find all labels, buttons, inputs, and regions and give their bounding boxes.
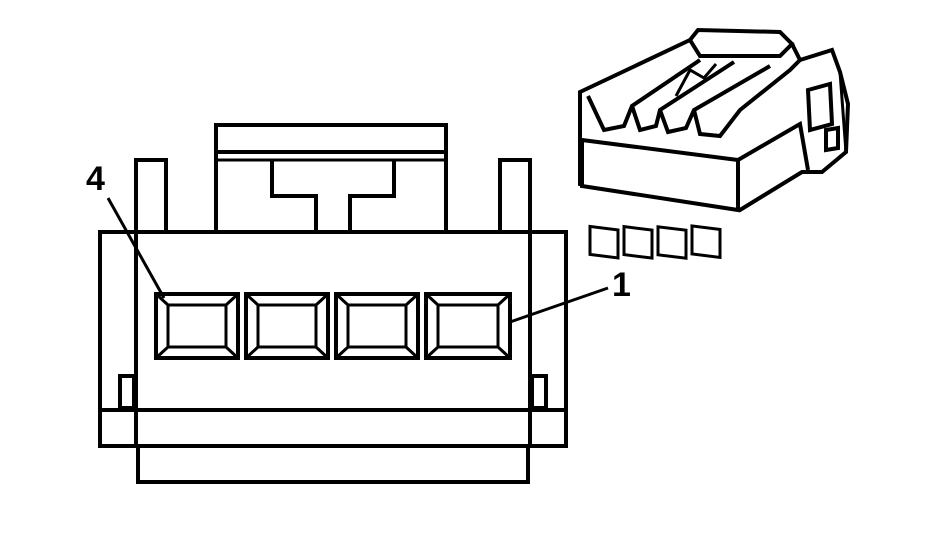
connector-isometric-view: [578, 27, 851, 260]
cavity-pin-2: [334, 292, 420, 360]
iso-cavities: [588, 224, 722, 260]
pin-4-leader-line: [106, 197, 166, 299]
pin-4-label: 4: [86, 160, 105, 198]
connector-front-view: 4 1: [86, 123, 631, 484]
cavity-pin-4: [154, 292, 240, 360]
connector-body: [98, 230, 568, 484]
pin-1-leader-line: [509, 286, 609, 324]
connector-latch: [214, 123, 448, 235]
terminal-cavities: [154, 292, 512, 360]
cavity-pin-1: [424, 292, 512, 360]
pin-1-label: 1: [612, 266, 631, 304]
right-post: [498, 158, 532, 236]
left-post: [134, 158, 168, 236]
cavity-pin-3: [244, 292, 330, 360]
